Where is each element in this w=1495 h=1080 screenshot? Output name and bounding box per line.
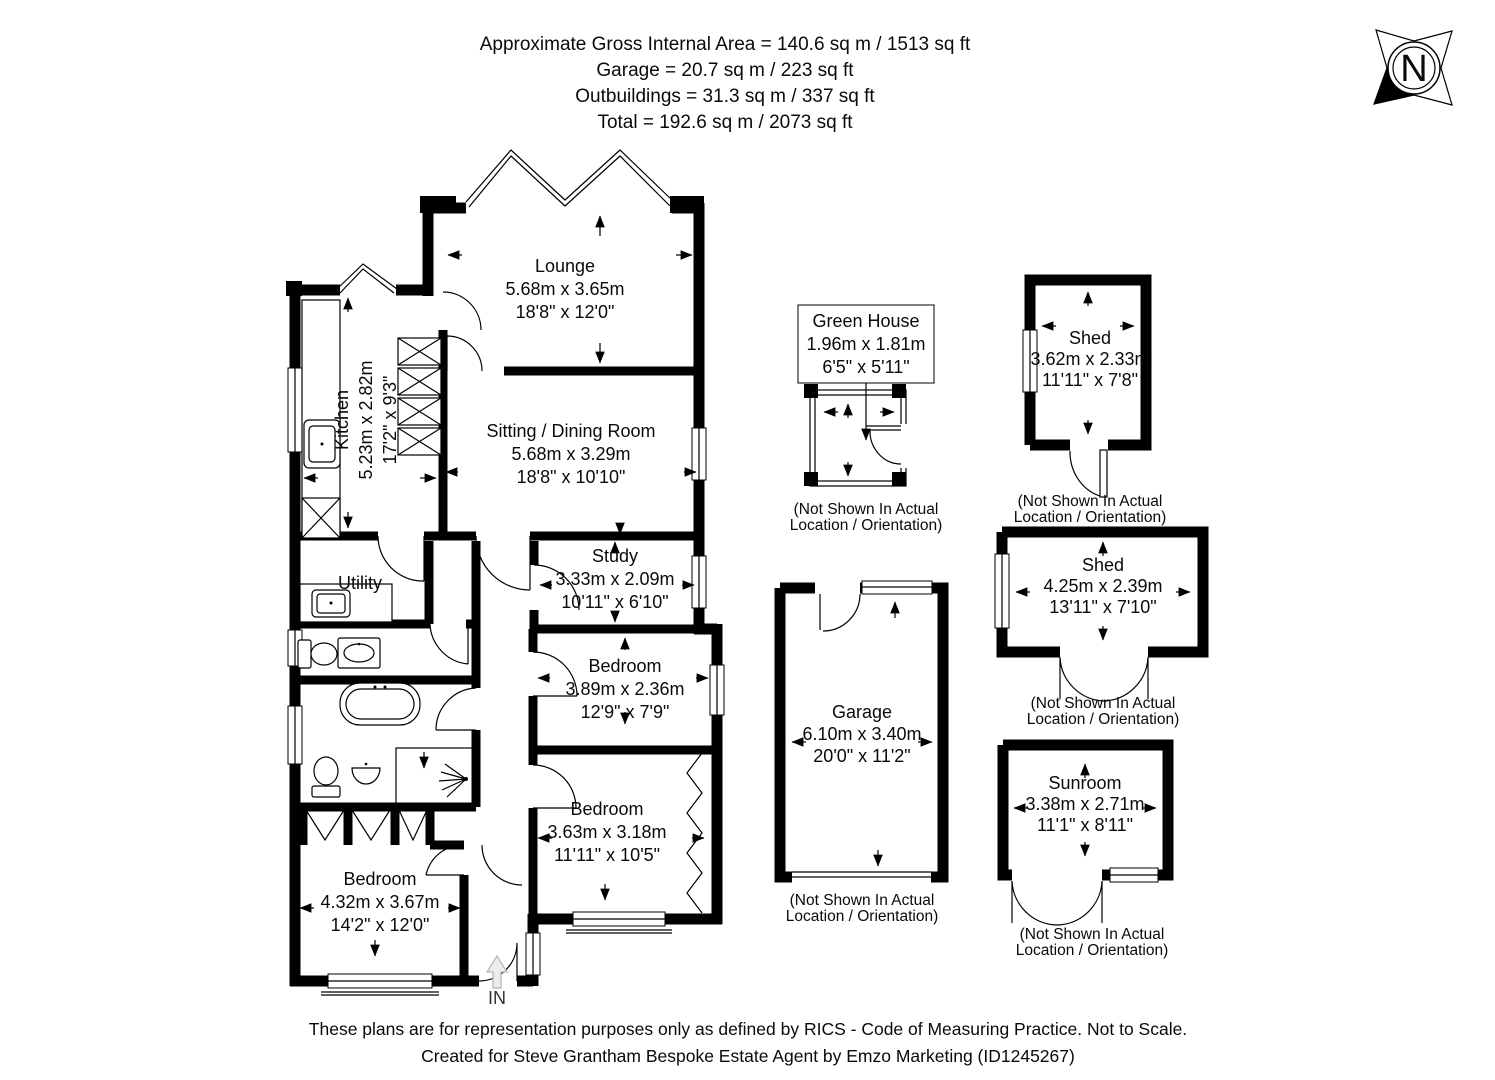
room-label-sitting-dining: Sitting / Dining Room 5.68m x 3.29m 18'8… <box>486 421 655 487</box>
label-garage: Garage 6.10m x 3.40m 20'0" x 11'2" (Not … <box>786 702 939 925</box>
sunroom-metric: 3.38m x 2.71m <box>1025 794 1144 814</box>
sunroom-note-2: Location / Orientation) <box>1016 942 1169 959</box>
footer-line-2: Created for Steve Grantham Bespoke Estat… <box>421 1046 1075 1066</box>
room-label-kitchen: Kitchen 5.23m x 2.82m 17'2" x 9'3" <box>332 360 400 479</box>
label-shed1: Shed 3.62m x 2.33m 11'11" x 7'8" (Not Sh… <box>1014 328 1167 526</box>
sunroom-structure <box>997 739 1174 926</box>
header-line-3: Outbuildings = 31.3 sq m / 337 sq ft <box>575 86 875 107</box>
bedroom2-imperial: 11'11" x 10'5" <box>554 845 660 865</box>
bedroom2-metric: 3.63m x 3.18m <box>547 822 666 842</box>
garage-imperial: 20'0" x 11'2" <box>813 746 910 766</box>
lounge-imperial: 18'8" x 12'0" <box>516 302 615 322</box>
room-label-study: Study 3.33m x 2.09m 10'11" x 6'10" <box>555 546 674 612</box>
dimension-arrows <box>299 215 709 957</box>
sitting-imperial: 18'8" x 10'10" <box>517 467 626 487</box>
bedroom3-imperial: 14'2" x 12'0" <box>331 915 430 935</box>
garage-name: Garage <box>832 702 892 722</box>
greenhouse-structure <box>797 304 935 487</box>
shed2-name: Shed <box>1082 555 1124 575</box>
sunroom-imperial: 11'1" x 8'11" <box>1037 815 1133 835</box>
bedroom3-name: Bedroom <box>343 869 416 889</box>
bedroom1-name: Bedroom <box>588 656 661 676</box>
shed1-structure <box>1022 274 1152 498</box>
header-block: Approximate Gross Internal Area = 140.6 … <box>480 34 971 133</box>
cloakroom-fixtures <box>297 637 381 669</box>
bedroom1-metric: 3.89m x 2.36m <box>565 679 684 699</box>
shed1-note-1: (Not Shown In Actual <box>1018 493 1163 510</box>
header-line-2: Garage = 20.7 sq m / 223 sq ft <box>596 60 854 81</box>
header-line-1: Approximate Gross Internal Area = 140.6 … <box>480 34 971 55</box>
room-label-bedroom1: Bedroom 3.89m x 2.36m 12'9" x 7'9" <box>565 656 684 722</box>
sunroom-name: Sunroom <box>1048 773 1121 793</box>
header-line-4: Total = 192.6 sq m / 2073 sq ft <box>597 112 853 133</box>
footer-line-1: These plans are for representation purpo… <box>309 1019 1187 1039</box>
bay-windows <box>336 149 674 294</box>
shed1-imperial: 11'11" x 7'8" <box>1042 370 1138 390</box>
bedroom1-imperial: 12'9" x 7'9" <box>581 702 670 722</box>
greenhouse-note-1: (Not Shown In Actual <box>794 501 939 518</box>
study-imperial: 10'11" x 6'10" <box>561 592 668 612</box>
utility-fixtures <box>299 583 393 623</box>
lounge-metric: 5.68m x 3.65m <box>505 279 624 299</box>
doors <box>377 291 580 982</box>
garage-note-1: (Not Shown In Actual <box>790 892 935 909</box>
garage-structure <box>774 580 949 883</box>
shed2-structure <box>994 526 1209 702</box>
kitchen-name: Kitchen <box>332 390 352 450</box>
greenhouse-metric: 1.96m x 1.81m <box>806 334 925 354</box>
entrance-label: IN <box>488 988 506 1008</box>
bathroom-fixtures <box>311 682 475 807</box>
entrance-arrow-icon <box>485 954 509 989</box>
shed2-imperial: 13'11" x 7'10" <box>1049 597 1156 617</box>
label-greenhouse: Green House 1.96m x 1.81m 6'5" x 5'11" (… <box>790 311 943 534</box>
study-name: Study <box>592 546 638 566</box>
garage-metric: 6.10m x 3.40m <box>802 724 921 744</box>
room-label-lounge: Lounge 5.68m x 3.65m 18'8" x 12'0" <box>505 256 624 322</box>
greenhouse-imperial: 6'5" x 5'11" <box>822 357 909 377</box>
study-metric: 3.33m x 2.09m <box>555 569 674 589</box>
shed2-note-2: Location / Orientation) <box>1027 711 1180 728</box>
shed1-metric: 3.62m x 2.33m <box>1030 349 1149 369</box>
garage-note-2: Location / Orientation) <box>786 908 939 925</box>
sunroom-note-1: (Not Shown In Actual <box>1020 926 1165 943</box>
shed2-note-1: (Not Shown In Actual <box>1031 695 1176 712</box>
sitting-metric: 5.68m x 3.29m <box>511 444 630 464</box>
room-label-bedroom3: Bedroom 4.32m x 3.67m 14'2" x 12'0" <box>320 869 439 935</box>
room-label-utility: Utility <box>338 573 382 593</box>
kitchen-imperial: 17'2" x 9'3" <box>380 376 400 465</box>
lounge-name: Lounge <box>535 256 595 276</box>
greenhouse-note-2: Location / Orientation) <box>790 517 943 534</box>
kitchen-metric: 5.23m x 2.82m <box>356 360 376 479</box>
sitting-name: Sitting / Dining Room <box>486 421 655 441</box>
greenhouse-name: Green House <box>812 311 919 331</box>
room-label-bedroom2: Bedroom 3.63m x 3.18m 11'11" x 10'5" <box>547 799 666 865</box>
windows <box>287 367 725 996</box>
wall-corner-blocks <box>286 196 704 296</box>
shed1-note-2: Location / Orientation) <box>1014 509 1167 526</box>
label-sunroom: Sunroom 3.38m x 2.71m 11'1" x 8'11" (Not… <box>1016 773 1169 959</box>
shed1-name: Shed <box>1069 328 1111 348</box>
footer-block: These plans are for representation purpo… <box>309 1019 1187 1066</box>
shed2-metric: 4.25m x 2.39m <box>1043 576 1162 596</box>
north-compass-icon <box>1373 29 1453 106</box>
wardrobes <box>305 752 703 914</box>
bedroom3-metric: 4.32m x 3.67m <box>320 892 439 912</box>
compass-label: N <box>1400 48 1427 90</box>
label-shed2: Shed 4.25m x 2.39m 13'11" x 7'10" (Not S… <box>1027 555 1180 728</box>
kitchen-fixtures <box>301 299 442 539</box>
bedroom2-name: Bedroom <box>570 799 643 819</box>
